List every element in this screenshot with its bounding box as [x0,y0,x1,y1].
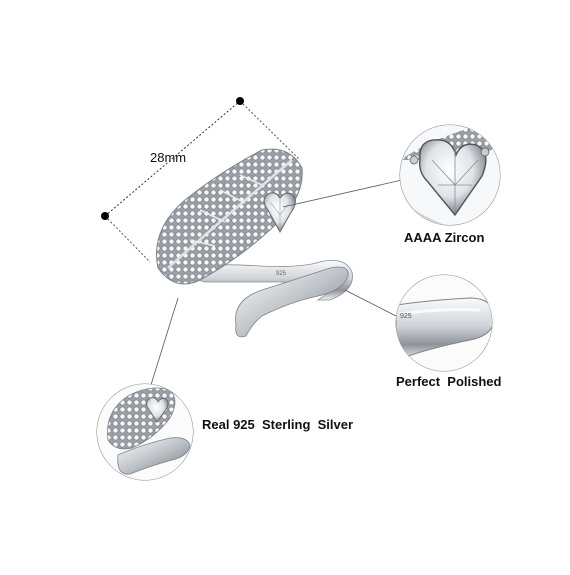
dimension-endpoint-dot [236,97,244,105]
heart-zircon [263,192,296,234]
dimension-indicator [101,97,301,263]
zircon-detail-callout [399,124,501,226]
callout-leader-lines [149,179,403,389]
polished-detail-callout: 925 [395,274,493,372]
engraving-text: 925 [276,271,287,277]
zircon-label: AAAA Zircon [404,230,485,245]
polished-label: Perfect Polished [396,374,502,389]
dimension-label: 28mm [150,150,187,165]
silver-detail-callout [96,383,194,481]
main-ring: 925 [156,148,353,338]
silver-label: Real 925 Sterling Silver [202,417,354,432]
dimension-endpoint-dot [101,212,109,220]
engraving-text-zoom: 925 [400,313,412,320]
